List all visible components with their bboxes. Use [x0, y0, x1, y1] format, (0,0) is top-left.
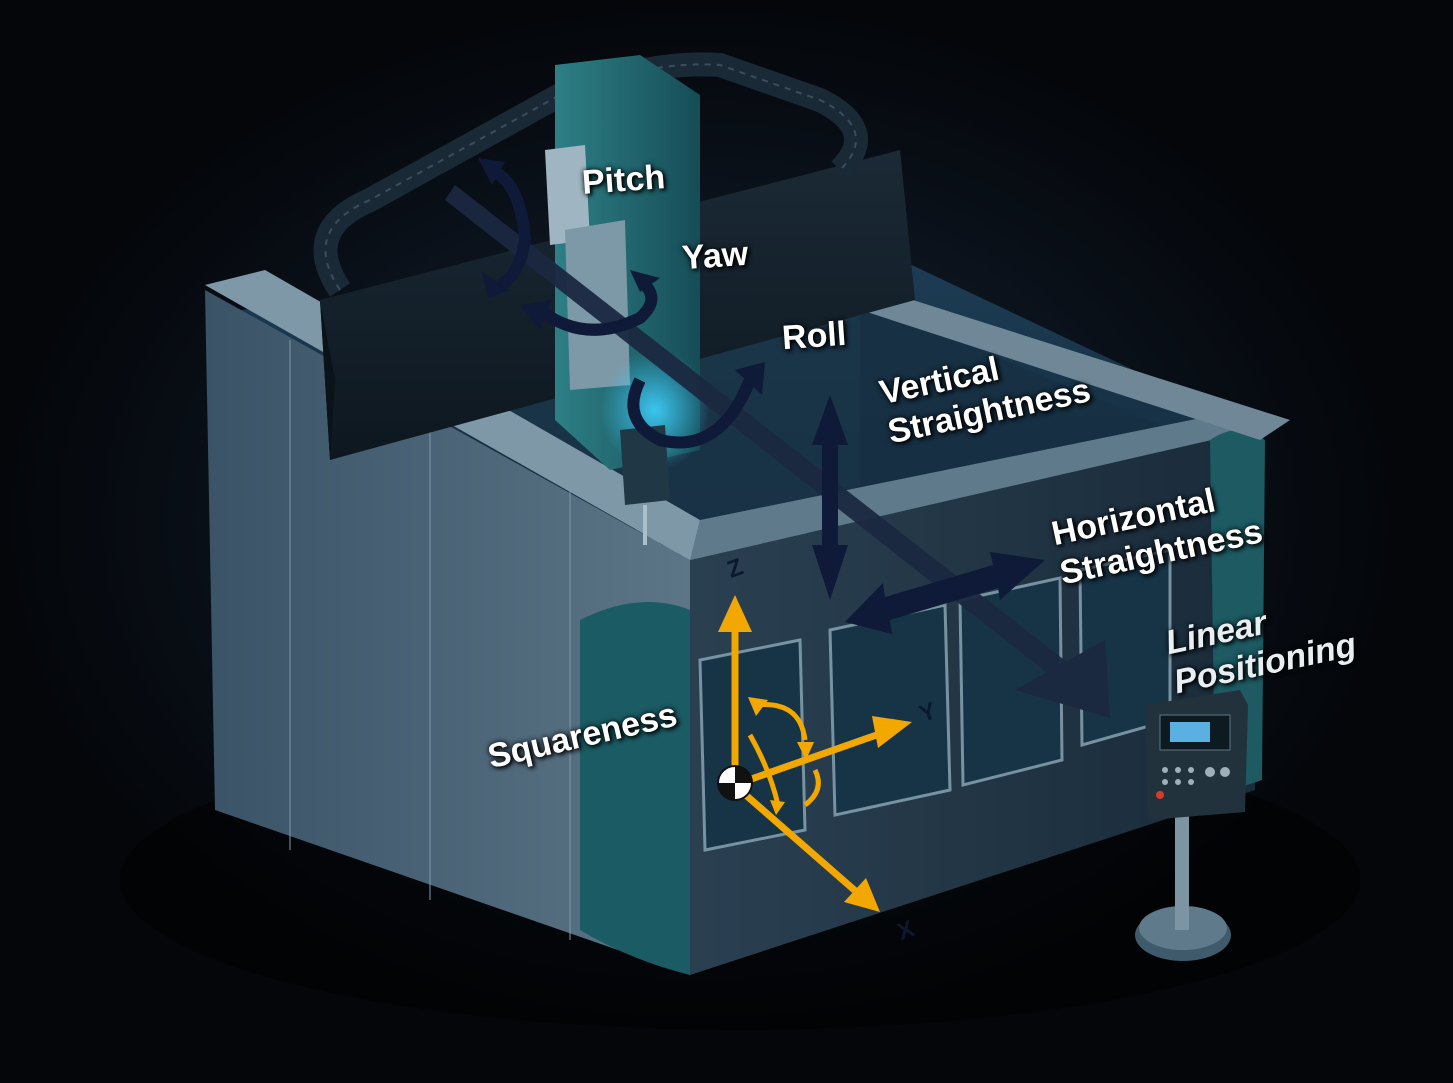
x-axis-arrowhead — [844, 878, 880, 912]
horizontal-arrow-icon — [845, 552, 1045, 634]
vertical-arrow-icon — [812, 395, 848, 600]
control-panel — [1135, 690, 1248, 961]
right-rail — [830, 280, 1290, 440]
enclosure-left-wall — [205, 290, 690, 975]
yaw-rotation-icon — [520, 270, 660, 336]
y-axis-arrowhead — [872, 716, 912, 748]
y-axis — [738, 728, 887, 787]
roll-rotation-icon — [627, 362, 765, 449]
linear-arrow-icon — [445, 185, 1110, 718]
origin-marker-icon — [717, 765, 753, 801]
yaw-label: Yaw — [680, 234, 750, 278]
roll-label: Roll — [780, 314, 848, 358]
pitch-rotation-icon — [478, 158, 532, 298]
pitch-label: Pitch — [580, 158, 667, 202]
enclosure-corner — [580, 602, 690, 975]
x-axis — [737, 787, 863, 898]
z-axis-arrowhead — [718, 595, 752, 632]
coordinate-axes — [718, 595, 912, 912]
